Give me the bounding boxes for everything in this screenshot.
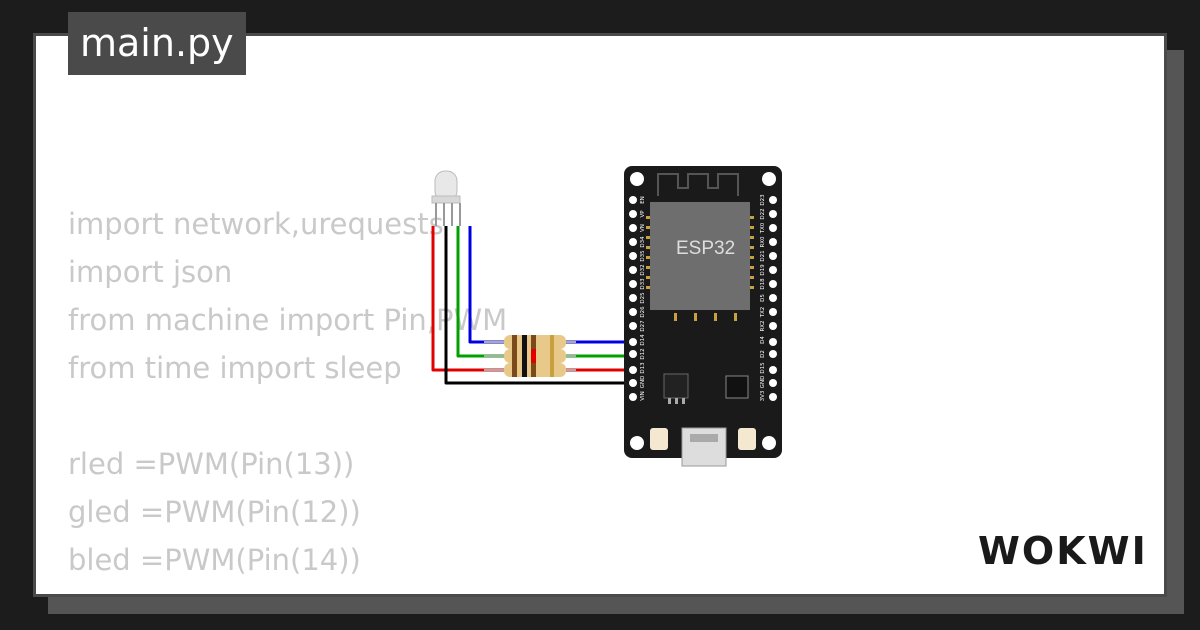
pin-label: GND — [760, 376, 766, 389]
pin-label: 3V3 — [760, 390, 766, 401]
pin-label: D18 — [760, 278, 766, 290]
pin-label: D4 — [760, 336, 766, 344]
code-line: gled =PWM(Pin(12)) — [68, 495, 361, 529]
pin-label: TX2 — [760, 307, 766, 319]
pin-label: D12 — [640, 348, 646, 359]
pin-label: D23 — [760, 194, 766, 206]
wire-red — [431, 226, 506, 372]
left-pin-row — [629, 196, 637, 401]
rgb-led — [431, 170, 461, 226]
pin-label: VIN — [640, 391, 646, 401]
pin-label: EN — [640, 196, 646, 204]
pin-label: TX0 — [760, 222, 766, 234]
esp32-board: ESP32 — [624, 166, 782, 467]
wire-black — [444, 226, 633, 385]
code-line: bled =PWM(Pin(14)) — [68, 543, 361, 577]
pin-label: VP — [640, 210, 646, 218]
right-pin-labels: D23D22TX0RX0D21D19D18D5TX2RX2D4D2D15GND3… — [760, 194, 766, 402]
pin-label: D22 — [760, 208, 766, 219]
wokwi-logo[interactable]: WOKWI — [974, 528, 1146, 572]
file-tab-label: main.py — [80, 21, 234, 65]
wokwi-logo-text: WOKWI — [978, 529, 1146, 572]
right-pin-row — [769, 196, 777, 401]
pin-label: D34 — [640, 236, 646, 248]
wire-green — [456, 226, 506, 358]
pin-label: D33 — [640, 278, 646, 290]
code-line: import json — [68, 255, 233, 289]
pin-label: D35 — [640, 250, 646, 262]
resistor-blue — [484, 335, 576, 349]
resistor-green — [484, 349, 576, 363]
resistors — [484, 335, 576, 377]
code-line: rled =PWM(Pin(13)) — [68, 447, 355, 481]
pin-label: D14 — [640, 334, 646, 346]
pin-label: GND — [640, 376, 646, 389]
wire-blue — [468, 226, 506, 344]
pin-label: D21 — [760, 250, 766, 261]
pin-label: D15 — [760, 362, 766, 374]
code-line: from machine import Pin,PWM — [68, 303, 508, 337]
pin-label: D25 — [640, 292, 646, 304]
pin-label: D32 — [640, 264, 646, 275]
project-preview-card[interactable]: import network,urequests import json fro… — [33, 33, 1167, 597]
pin-label: VN — [640, 224, 646, 232]
pin-label: RX0 — [760, 236, 766, 248]
circuit-diagram: ESP32 — [431, 166, 782, 467]
chip-label: ESP32 — [676, 238, 735, 259]
pin-label: D27 — [640, 320, 646, 332]
pin-label: D26 — [640, 306, 646, 318]
pin-label: D2 — [760, 350, 766, 358]
wire-green-to-board — [566, 352, 633, 358]
code-line: import network,urequests — [68, 207, 444, 241]
file-tab[interactable]: main.py — [68, 12, 246, 75]
code-preview: import network,urequests import json fro… — [68, 200, 507, 584]
resistor-red — [484, 363, 576, 377]
pin-label: RX2 — [760, 320, 766, 331]
pin-label: D19 — [760, 264, 766, 276]
pin-label: D13 — [640, 362, 646, 374]
pin-label: D5 — [760, 294, 766, 302]
code-line: from time import sleep — [68, 351, 402, 385]
